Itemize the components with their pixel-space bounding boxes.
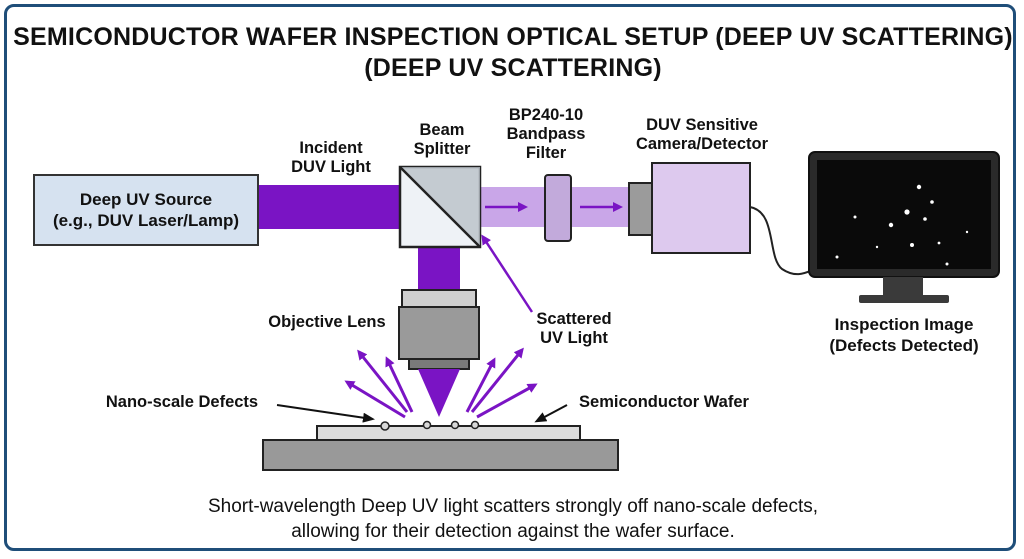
camera-line-2: Camera/Detector bbox=[635, 135, 769, 153]
splitter-line-1: Beam bbox=[419, 121, 465, 139]
beam-splitter-label: Beam Splitter bbox=[392, 121, 492, 159]
incident-line-1: Incident bbox=[299, 139, 363, 157]
incident-uv-beam bbox=[253, 185, 401, 229]
source-line-2: (e.g., DUV Laser/Lamp) bbox=[52, 211, 240, 230]
inspection-monitor bbox=[808, 151, 1000, 303]
deep-uv-source-box bbox=[33, 174, 259, 246]
downward-uv-beam bbox=[418, 245, 460, 295]
scattered-line-2: UV Light bbox=[540, 329, 608, 347]
camera-line-1: DUV Sensitive bbox=[646, 116, 758, 134]
camera-cable bbox=[749, 206, 816, 276]
filter-line-1: BP240-10 bbox=[508, 106, 584, 124]
wafer-leader-arrow bbox=[534, 404, 568, 423]
caption-line-1: Short-wavelength Deep UV light scatters … bbox=[207, 496, 819, 517]
beam-splitter bbox=[398, 165, 482, 249]
splitter-line-2: Splitter bbox=[413, 140, 471, 158]
scattered-line-1: Scattered bbox=[536, 310, 612, 328]
scattered-leader-arrow bbox=[481, 234, 534, 313]
duv-camera bbox=[628, 162, 751, 254]
camera-label: DUV Sensitive Camera/Detector bbox=[622, 116, 782, 154]
title-line-2: (DEEP UV SCATTERING) bbox=[364, 54, 662, 82]
optical-setup-diagram bbox=[33, 151, 1000, 471]
objective-lens bbox=[398, 289, 480, 370]
filter-line-2: Bandpass bbox=[506, 125, 586, 143]
diagram-frame: SEMICONDUCTOR WAFER INSPECTION OPTICAL S… bbox=[4, 4, 1016, 551]
focused-uv-cone bbox=[418, 369, 460, 417]
source-line-1: Deep UV Source bbox=[79, 190, 213, 209]
incident-line-2: DUV Light bbox=[291, 158, 371, 176]
inspection-stage bbox=[262, 439, 619, 471]
inspection-image-label: Inspection Image (Defects Detected) bbox=[807, 314, 1001, 356]
inspection-line-1: Inspection Image bbox=[834, 315, 974, 334]
semiconductor-wafer bbox=[316, 425, 581, 441]
bandpass-filter-label: BP240-10 Bandpass Filter bbox=[491, 106, 601, 163]
inspection-line-2: (Defects Detected) bbox=[829, 336, 979, 355]
nano-defects-label: Nano-scale Defects bbox=[105, 393, 259, 411]
wafer-label: Semiconductor Wafer bbox=[579, 393, 749, 411]
defects-leader-arrow bbox=[276, 404, 375, 423]
caption-line-2: allowing for their detection against the… bbox=[291, 521, 735, 542]
bandpass-filter bbox=[544, 174, 572, 242]
nano-scale-defects bbox=[380, 420, 480, 431]
title-line-1: SEMICONDUCTOR WAFER INSPECTION OPTICAL S… bbox=[13, 23, 1013, 51]
incident-light-label: Incident DUV Light bbox=[275, 139, 387, 177]
defect-spots bbox=[835, 184, 969, 266]
deep-uv-source-label: Deep UV Source (e.g., DUV Laser/Lamp) bbox=[34, 175, 258, 245]
scattered-light-label: Scattered UV Light bbox=[519, 310, 629, 348]
objective-lens-label: Objective Lens bbox=[268, 313, 386, 331]
scattered-light-arrows bbox=[344, 347, 538, 419]
filter-line-3: Filter bbox=[525, 144, 567, 162]
